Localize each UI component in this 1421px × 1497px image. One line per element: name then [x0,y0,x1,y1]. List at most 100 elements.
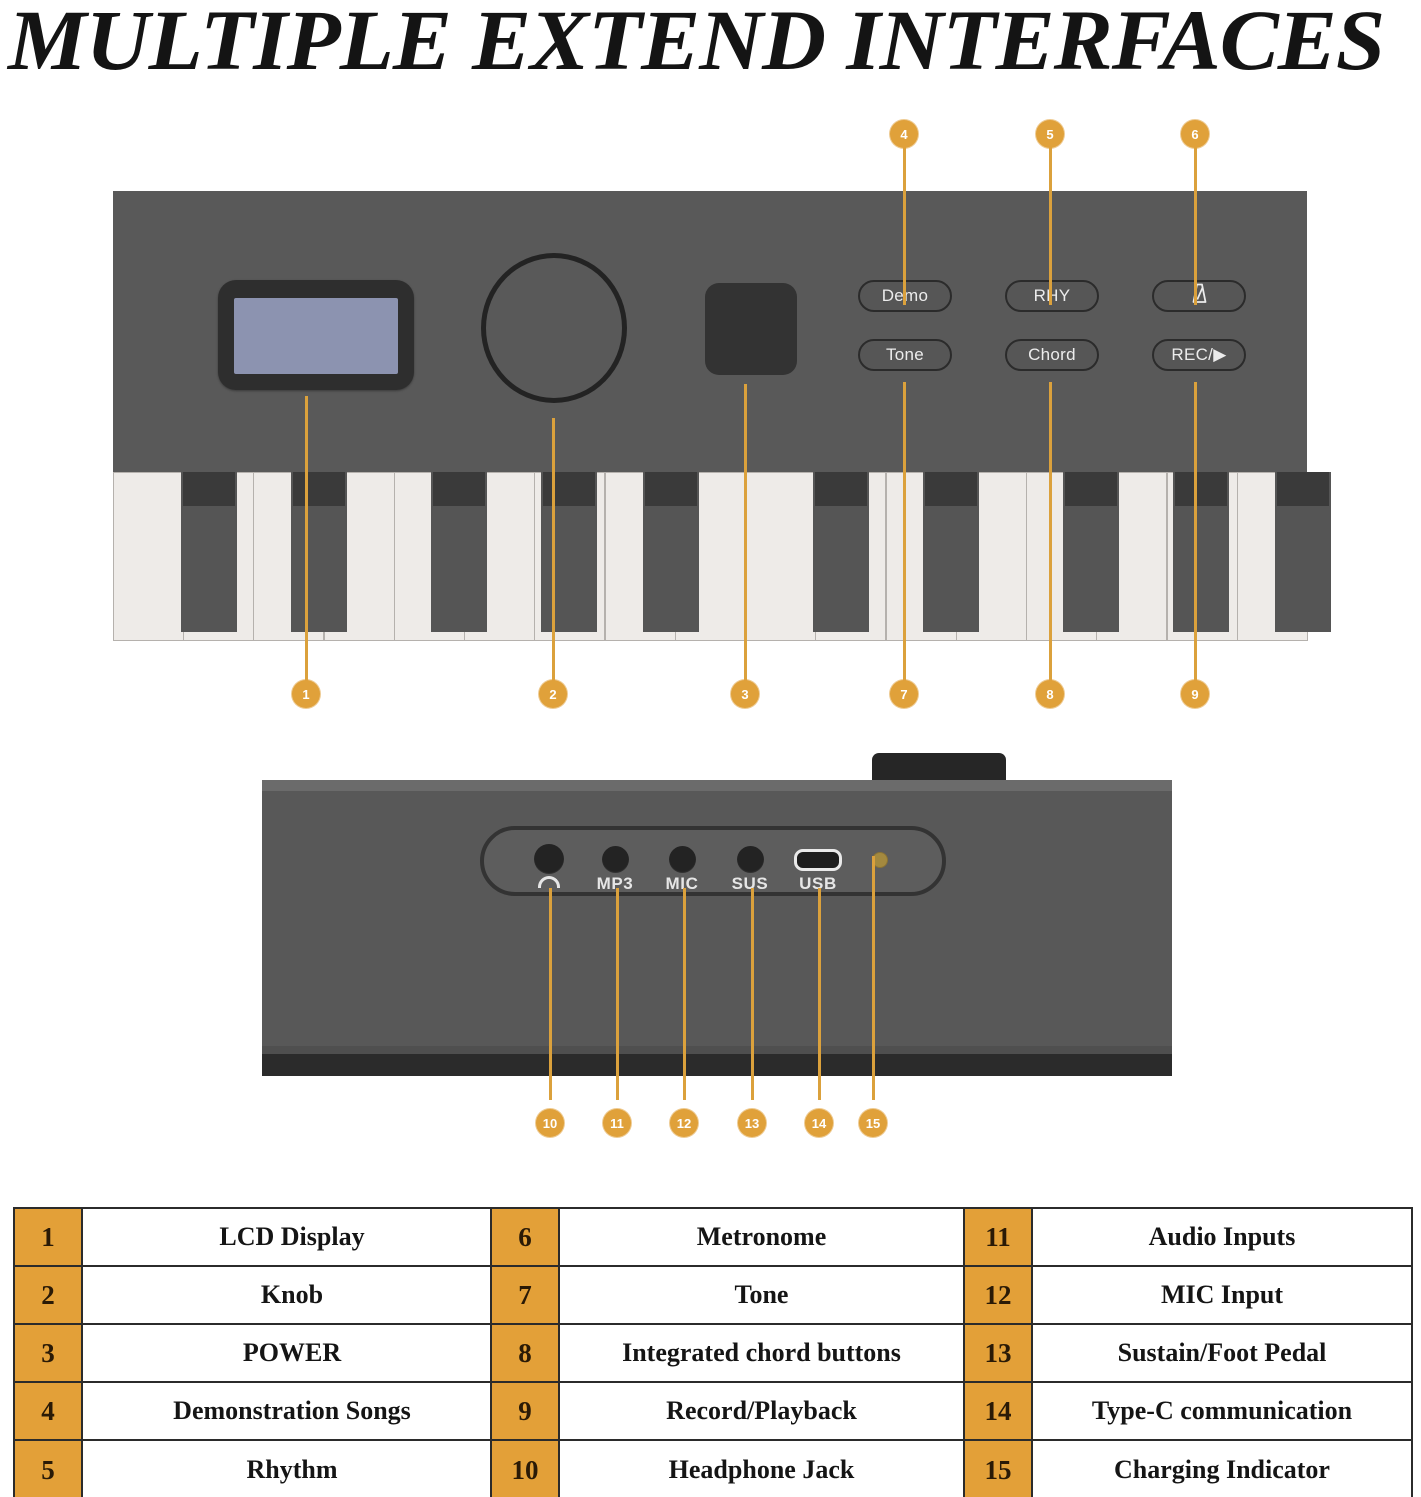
rear-top-tab [872,753,1006,783]
black-key[interactable] [181,472,237,632]
black-key[interactable] [1063,472,1119,632]
callout-line-2 [552,418,555,688]
mp3-label: MP3 [596,874,634,893]
page-title: MULTIPLE EXTEND INTERFACES [8,0,1385,88]
headphone-jack[interactable] [534,844,564,874]
legend-label: Demonstration Songs [83,1383,501,1439]
rear-top-edge [262,780,1172,791]
legend-number: 14 [965,1383,1033,1439]
callout-line-9 [1194,382,1197,688]
callout-marker-9: 9 [1181,680,1209,708]
legend-column-1: 1 LCD Display 2 Knob 3 POWER 4 Demonstra… [13,1207,503,1497]
legend-number: 11 [965,1209,1033,1265]
legend-row: 11 Audio Inputs [965,1209,1411,1267]
keyboard [113,472,1331,641]
legend-number: 1 [15,1209,83,1265]
port-plate: MP3 MIC SUS USB [480,826,946,896]
rear-panel: MP3 MIC SUS USB [262,780,1172,1076]
callout-line-12 [683,888,686,1100]
legend-number: 7 [492,1267,560,1323]
callout-line-13 [751,888,754,1100]
black-key[interactable] [1173,472,1229,632]
callout-line-3 [744,384,747,688]
record-playback-button[interactable]: REC/▶ [1152,339,1246,371]
callout-line-10 [549,888,552,1100]
legend-label: Type-C communication [1033,1383,1411,1439]
lcd-screen [234,298,398,374]
mic-label: MIC [665,874,699,893]
callout-line-5 [1049,142,1052,305]
legend-number: 6 [492,1209,560,1265]
headphone-icon [538,876,560,888]
tone-button[interactable]: Tone [858,339,952,371]
legend-number: 5 [15,1441,83,1497]
legend-number: 10 [492,1441,560,1497]
sustain-jack[interactable] [737,846,764,873]
legend-number: 13 [965,1325,1033,1381]
chord-button[interactable]: Chord [1005,339,1099,371]
legend-row: 7 Tone [492,1267,963,1325]
callout-marker-4: 4 [890,120,918,148]
callout-marker-11: 11 [603,1109,631,1137]
legend-number: 2 [15,1267,83,1323]
black-key[interactable] [291,472,347,632]
control-panel: Demo RHY Tone Chord REC/▶ [113,191,1307,472]
legend-label: POWER [83,1325,501,1381]
callout-line-8 [1049,382,1052,688]
legend-number: 4 [15,1383,83,1439]
legend-label: Headphone Jack [560,1441,963,1497]
callout-marker-2: 2 [539,680,567,708]
rhy-button[interactable]: RHY [1005,280,1099,312]
power-button[interactable] [705,283,797,375]
legend-number: 3 [15,1325,83,1381]
mic-jack[interactable] [669,846,696,873]
legend-number: 8 [492,1325,560,1381]
legend-number: 9 [492,1383,560,1439]
legend-label: Tone [560,1267,963,1323]
legend-row: 1 LCD Display [15,1209,501,1267]
legend-label: Rhythm [83,1441,501,1497]
callout-marker-13: 13 [738,1109,766,1137]
callout-marker-14: 14 [805,1109,833,1137]
callout-marker-6: 6 [1181,120,1209,148]
legend-row: 15 Charging Indicator [965,1441,1411,1497]
legend-column-2: 6 Metronome 7 Tone 8 Integrated chord bu… [490,1207,965,1497]
legend-number: 15 [965,1441,1033,1497]
black-key[interactable] [813,472,869,632]
legend-label: Charging Indicator [1033,1441,1411,1497]
callout-marker-1: 1 [292,680,320,708]
black-key[interactable] [923,472,979,632]
legend-label: MIC Input [1033,1267,1411,1323]
callout-line-7 [903,382,906,688]
black-key[interactable] [541,472,597,632]
callout-marker-8: 8 [1036,680,1064,708]
knob-dial[interactable] [481,253,627,403]
white-key[interactable] [745,472,816,641]
mp3-jack[interactable] [602,846,629,873]
legend-label: Knob [83,1267,501,1323]
legend-row: 6 Metronome [492,1209,963,1267]
usb-label: USB [799,874,837,893]
callout-marker-7: 7 [890,680,918,708]
black-key[interactable] [1275,472,1331,632]
callout-marker-10: 10 [536,1109,564,1137]
legend-number: 12 [965,1267,1033,1323]
callout-line-11 [616,888,619,1100]
metronome-button[interactable] [1152,280,1246,312]
legend-row: 12 MIC Input [965,1267,1411,1325]
legend-row: 8 Integrated chord buttons [492,1325,963,1383]
black-key[interactable] [643,472,699,632]
legend-label: Sustain/Foot Pedal [1033,1325,1411,1381]
legend-row: 2 Knob [15,1267,501,1325]
usb-c-icon[interactable] [794,849,842,871]
legend-label: Metronome [560,1209,963,1265]
legend-label: Record/Playback [560,1383,963,1439]
white-key[interactable] [113,472,184,641]
legend-label: LCD Display [83,1209,501,1265]
legend-label: Integrated chord buttons [560,1325,963,1381]
legend-row: 9 Record/Playback [492,1383,963,1441]
legend-column-3: 11 Audio Inputs 12 MIC Input 13 Sustain/… [963,1207,1413,1497]
black-key[interactable] [431,472,487,632]
rear-bottom-strip [262,1054,1172,1076]
